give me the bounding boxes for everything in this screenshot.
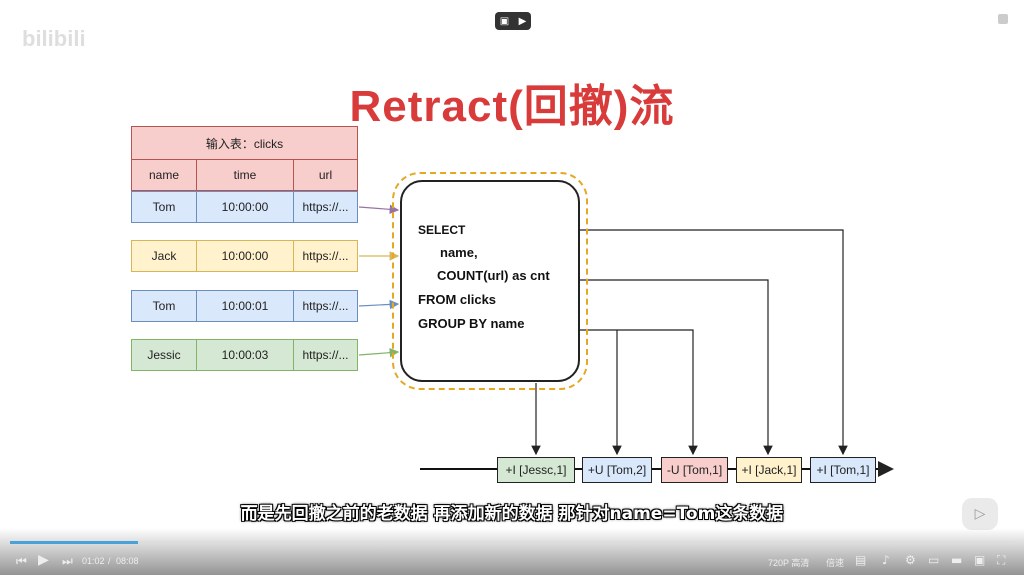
output-item: +I [Jack,1] [736,457,802,483]
fullscreen-icon[interactable]: ⛶ [997,553,1006,567]
row-4-time: 10:00:03 [196,339,294,371]
arrow-row-1 [358,204,400,215]
arrow-row-4 [358,347,400,358]
arrow-out-tom1 [580,229,848,456]
subtitle-icon[interactable]: ▤ [855,553,867,567]
output-item: +I [Tom,1] [810,457,876,483]
arrow-out-minus-tom1 [580,329,698,456]
output-item: -U [Tom,1] [661,457,728,483]
sql-query-box [400,180,580,382]
video-subtitle: 而是先回撤之前的老数据 再添加新的数据 那针对name=Tom这条数据 [240,504,784,524]
row-2-url: https://... [293,240,358,272]
sql-from: FROM clicks [418,292,497,307]
slide-title: Retract(回撤)流 [349,82,675,131]
header-time: time [196,159,294,191]
arrow-out-jack1 [580,279,773,456]
sql-select: SELECT [418,223,466,237]
top-control-group: ▣ ▶ [495,12,531,30]
sql-count: COUNT(url) as cnt [437,268,550,283]
settings-icon[interactable]: ⚙ [905,553,916,567]
play-mini-icon[interactable]: ▶ [518,15,527,27]
row-1-url: https://... [293,191,358,223]
row-3-name: Tom [131,290,197,322]
sql-box-dashed-border [392,172,588,390]
current-time: 01:02 [82,556,105,566]
feedback-icon[interactable] [998,14,1008,24]
row-2-name: Jack [131,240,197,272]
player-control-bar [0,528,1024,575]
progress-bar[interactable] [10,541,1014,544]
play-icon[interactable]: ▶ [38,552,49,568]
progress-bar-fill [10,541,138,544]
arrow-row-3 [358,299,400,310]
previous-icon[interactable]: ⏮ [16,554,27,568]
output-item: +U [Tom,2] [582,457,652,483]
row-1-time: 10:00:00 [196,191,294,223]
row-1-name: Tom [131,191,197,223]
row-3-url: https://... [293,290,358,322]
row-3-time: 10:00:01 [196,290,294,322]
sql-group-by: GROUP BY name [418,316,525,331]
sql-name: name, [440,245,478,260]
web-fullscreen-icon[interactable]: ▣ [974,553,986,567]
picture-in-picture-icon[interactable]: ▣ [499,15,510,27]
row-4-name: Jessic [131,339,197,371]
time-separator: / [108,556,111,566]
pip-icon[interactable]: ▭ [928,553,940,567]
bilibili-tv-icon[interactable]: ▷ [962,498,998,530]
total-time: 08:08 [116,556,139,566]
header-url: url [293,159,358,191]
widescreen-icon[interactable]: ▬ [951,553,963,567]
bilibili-logo: bilibili [22,26,86,51]
volume-icon[interactable]: ♪ [882,553,890,567]
output-item: +I [Jessc,1] [497,457,575,483]
quality-button[interactable]: 720P 高清 [768,558,810,568]
speed-button[interactable]: 倍速 [826,558,845,568]
next-icon[interactable]: ⏭ [62,554,73,568]
row-4-url: https://... [293,339,358,371]
